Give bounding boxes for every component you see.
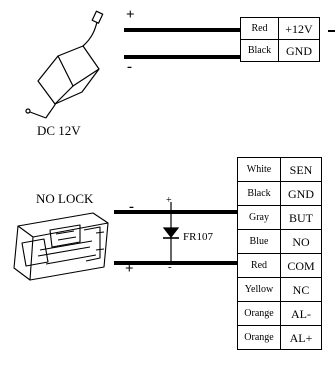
table-row: White SEN [237,157,322,182]
diode-label: FR107 [183,231,213,243]
terminal-cell: GND [278,39,320,62]
terminal-cell: AL+ [280,325,322,350]
dc-adapter-icon [25,10,104,119]
table-row: Orange AL- [237,301,322,326]
table-row: Black GND [240,39,320,62]
electric-lock-icon [13,212,109,281]
controller-terminal-table: White SEN Black GND Gray BUT Blue NO Red… [237,157,322,350]
dc-12v-label: DC 12V [37,123,81,138]
diode-icon [162,202,180,263]
wire-color-cell: Red [240,17,279,40]
table-row: Red +12V [240,17,320,40]
terminal-cell: +12V [278,17,320,40]
table-row: Blue NO [237,229,322,254]
terminal-cell: NC [280,277,322,302]
power-terminal-table: Red +12V Black GND [240,17,320,62]
terminal-cell: SEN [280,157,322,182]
wire-color-cell: Black [240,39,279,62]
power-minus-sign: - [127,59,132,75]
terminal-cell: AL- [280,301,322,326]
wire-color-cell: Orange [237,325,281,350]
terminal-cell: NO [280,229,322,254]
wire-color-cell: Blue [237,229,281,254]
wire-color-cell: Red [237,253,281,278]
lock-plus-sign: + [125,261,134,277]
wire-color-cell: Yellow [237,277,281,302]
terminal-cell: COM [280,253,322,278]
diode-plus-sign: + [166,195,172,206]
lock-minus-sign: - [129,199,134,215]
table-row: Orange AL+ [237,325,322,350]
wire-color-cell: White [237,157,281,182]
power-plus-sign: + [126,7,135,23]
wire-color-cell: Orange [237,301,281,326]
terminal-cell: BUT [280,205,322,230]
wire-color-cell: Gray [237,205,281,230]
terminal-cell: GND [280,181,322,206]
table-row: Gray BUT [237,205,322,230]
no-lock-label: NO LOCK [36,191,94,206]
table-row: Red COM [237,253,322,278]
table-row: Yellow NC [237,277,322,302]
diode-minus-sign: - [168,261,172,273]
table-row: Black GND [237,181,322,206]
wire-color-cell: Black [237,181,281,206]
